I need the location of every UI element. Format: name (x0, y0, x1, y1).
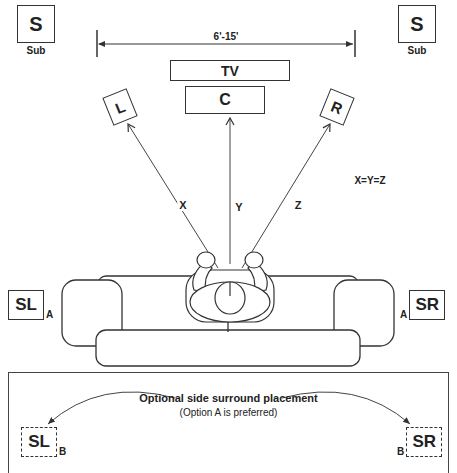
distance-arrow (128, 124, 218, 268)
dimension-label: 6'-15' (212, 31, 241, 42)
placement-tag: B (397, 446, 404, 457)
speaker-node: S Sub (17, 5, 55, 56)
listener (186, 252, 274, 322)
speaker-label: C (185, 86, 265, 114)
speaker-node: SLB (21, 427, 66, 457)
speaker-node: SLA (8, 290, 53, 320)
distance-label: Y (233, 201, 244, 213)
speaker-label: SR (409, 290, 445, 320)
speaker-label: L (102, 88, 137, 126)
speaker-node: L (102, 88, 137, 126)
placement-panel: Optional side surround placement (Option … (8, 372, 449, 473)
speaker-label: R (319, 88, 354, 126)
speaker-label: TV (170, 60, 290, 81)
dimension-tick (96, 30, 98, 57)
placement-tag: A (400, 309, 407, 320)
distance-arrow (242, 124, 330, 268)
panel-heading: Optional side surround placement (9, 392, 448, 404)
speaker-label: SL (8, 290, 44, 320)
speaker-node: ASR (400, 290, 445, 320)
distance-arrow (230, 118, 231, 264)
speaker-node: TV (170, 60, 290, 81)
speaker-node: BSR (397, 427, 442, 457)
speaker-node: R (319, 88, 354, 126)
dimension-line (99, 44, 353, 45)
placement-tag: Sub (27, 45, 46, 56)
speaker-node: S Sub (398, 5, 436, 56)
panel-note: (Option A is preferred) (9, 407, 448, 418)
distance-label: X (177, 199, 188, 211)
placement-tag: A (46, 309, 53, 320)
speaker-label: SR (406, 427, 442, 457)
placement-tag: Sub (408, 45, 427, 56)
speaker-label: S (398, 5, 436, 43)
dimension-tick (354, 30, 356, 57)
speaker-node: C (185, 86, 265, 114)
placement-tag: B (59, 446, 66, 457)
distance-label: Z (293, 199, 304, 211)
speaker-label: S (17, 5, 55, 43)
couch (62, 276, 394, 366)
distance-label: X=Y=Z (352, 175, 387, 186)
speaker-label: SL (21, 427, 57, 457)
